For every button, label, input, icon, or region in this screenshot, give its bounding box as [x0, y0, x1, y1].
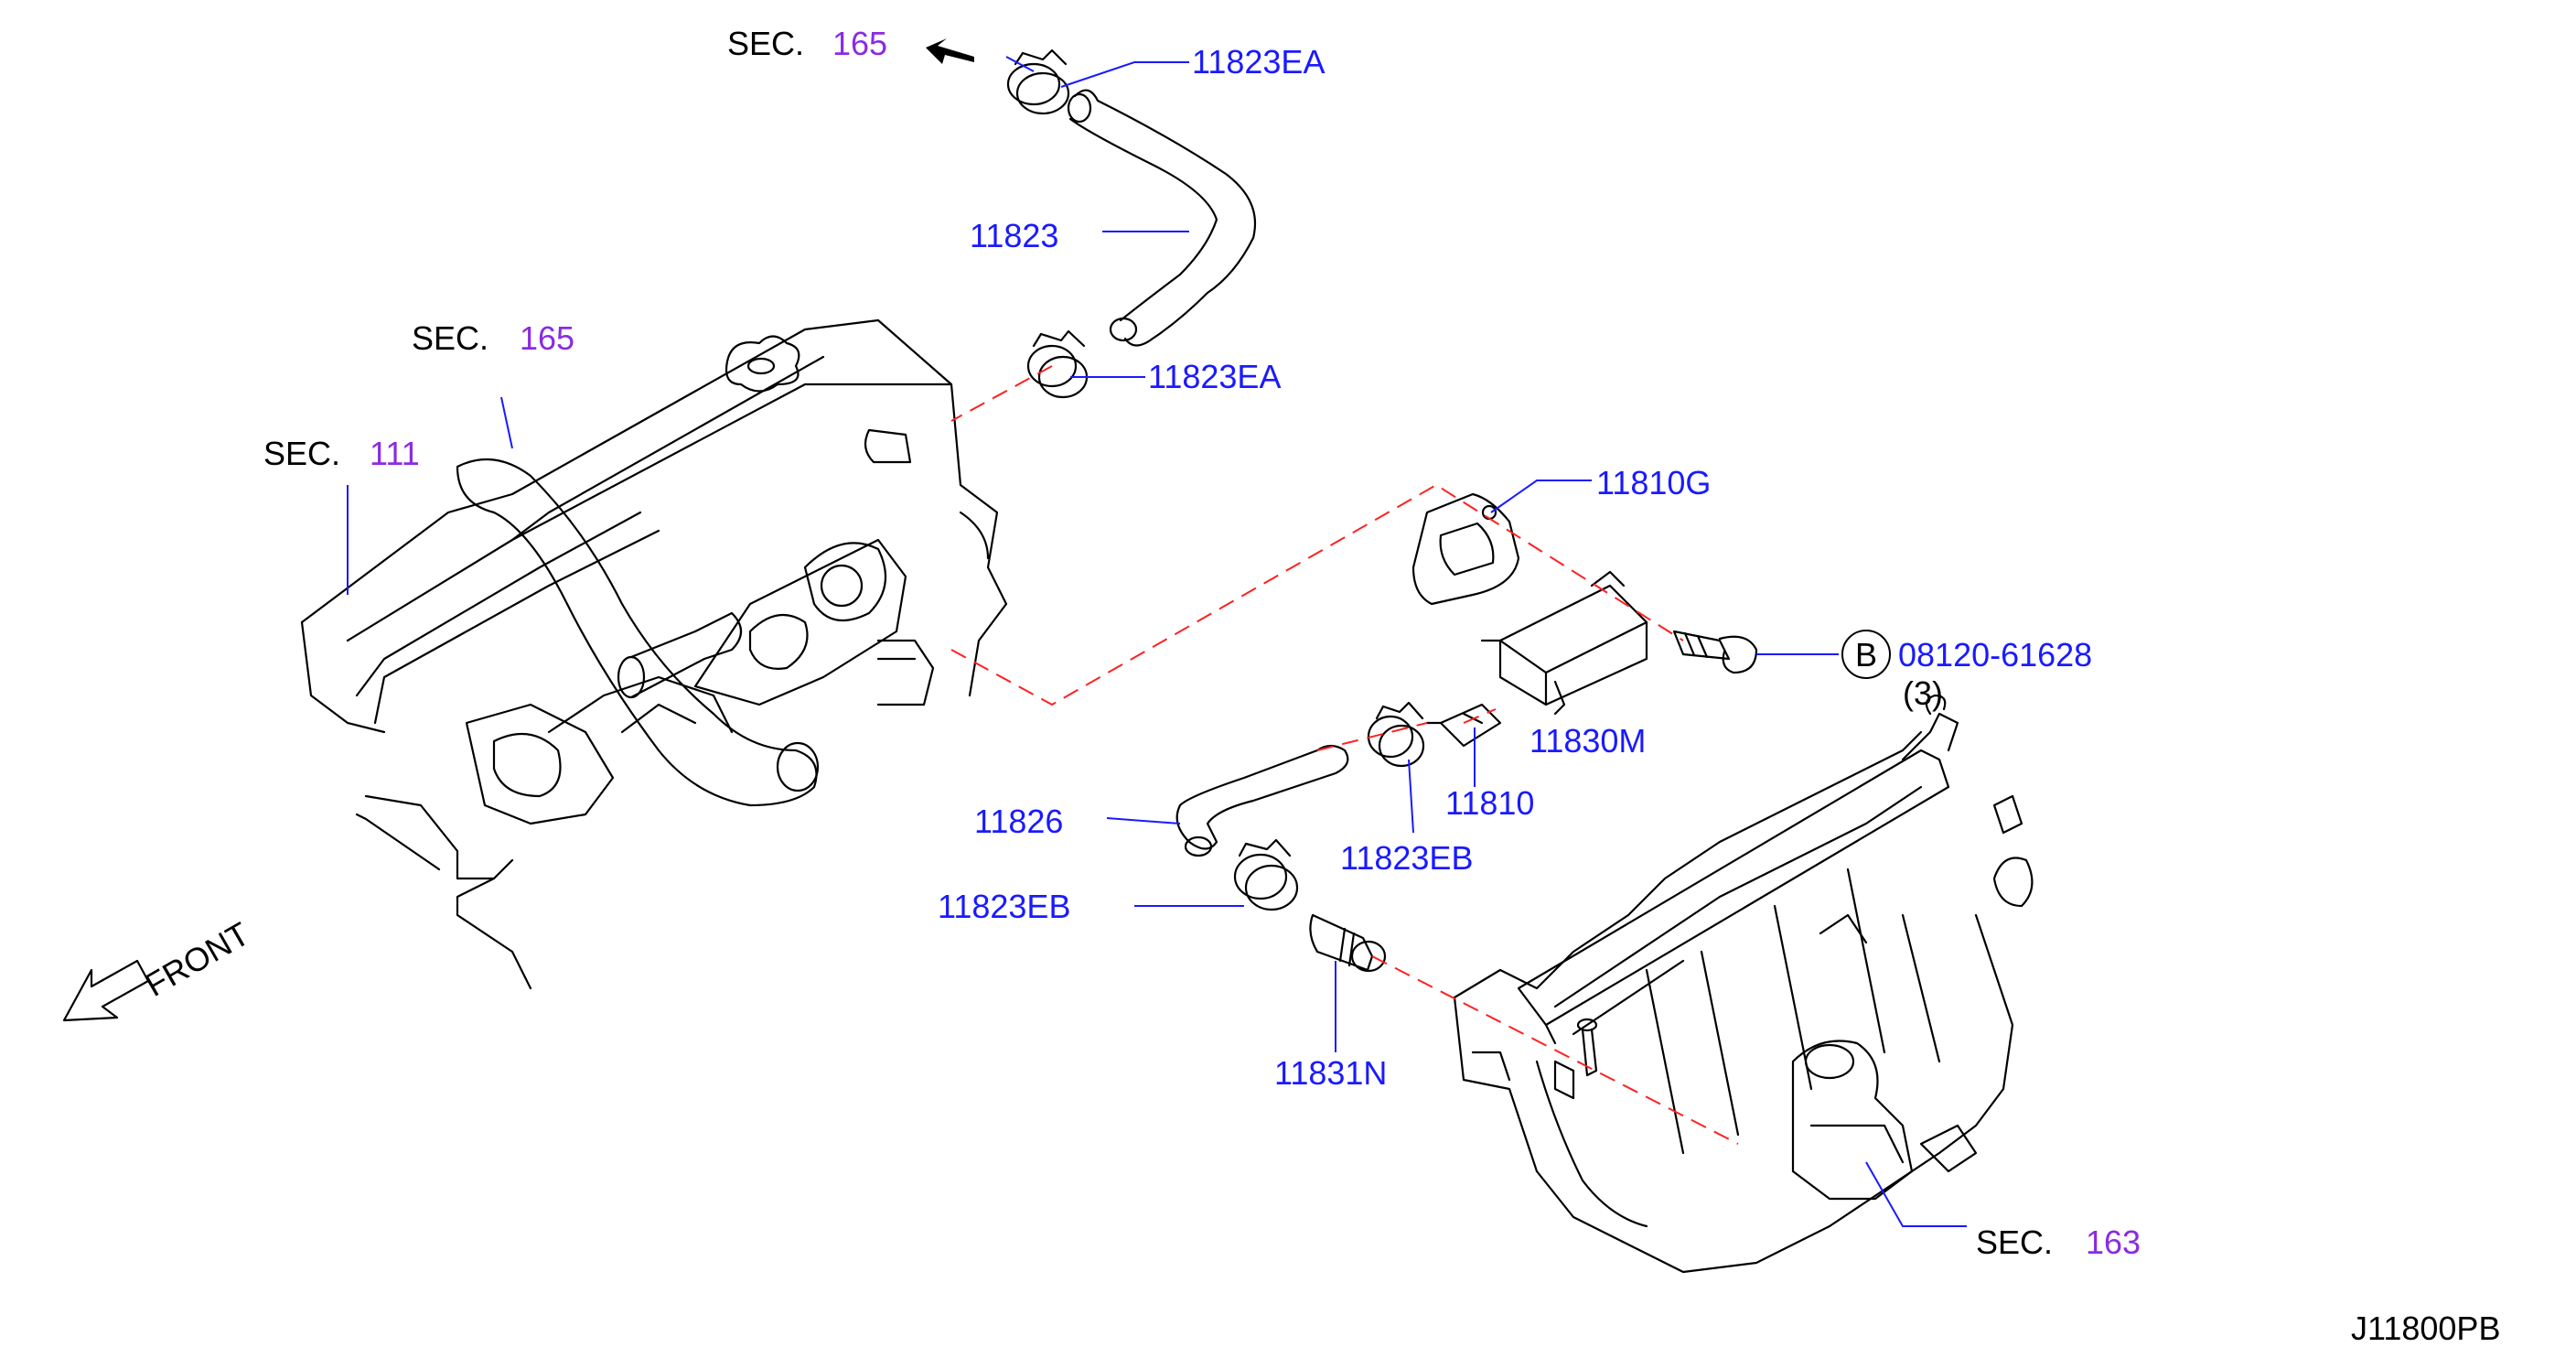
section-number[interactable]: 111	[370, 435, 420, 472]
part-number-11823ea-mid[interactable]: 11823EA	[1148, 358, 1281, 395]
pcv-valve-body-11830m-drawing	[1480, 570, 1648, 716]
section-ref-sec-165-left[interactable]: SEC. 165	[412, 319, 574, 357]
bolt-marker-circle	[1841, 630, 1891, 679]
bolt-08120-drawing	[1672, 630, 1758, 674]
hose-clamp-mid-drawing	[1026, 329, 1089, 399]
pcv-valve-11810-drawing	[1425, 703, 1502, 748]
part-number-11823eb-left[interactable]: 11823EB	[938, 888, 1070, 925]
part-number-11826[interactable]: 11826	[974, 803, 1063, 840]
bolt-quantity: (3)	[1903, 674, 1943, 712]
hose-clamp-eb-left-drawing	[1233, 838, 1299, 911]
gasket-11810g-drawing	[1411, 492, 1520, 606]
bolt-callout[interactable]: B 08120-61628 (3)	[1841, 630, 2092, 712]
part-number-11823ea-top[interactable]: 11823EA	[1192, 43, 1325, 81]
bolt-marker-letter: B	[1855, 636, 1877, 674]
part-number-11810[interactable]: 11810	[1445, 784, 1534, 822]
section-ref-sec-163[interactable]: SEC. 163	[1976, 1223, 2141, 1261]
section-prefix: SEC.	[727, 25, 804, 62]
section-number[interactable]: 163	[2086, 1223, 2141, 1261]
intake-manifold-drawing	[1453, 694, 2034, 1274]
section-ref-sec-165-top[interactable]: SEC. 165	[727, 25, 887, 62]
sec-arrow-icon	[926, 38, 974, 64]
part-number-11823eb-right[interactable]: 11823EB	[1340, 839, 1473, 877]
front-direction-label: FRONT	[139, 914, 256, 1004]
part-number-11823[interactable]: 11823	[970, 217, 1058, 254]
connector-11831n-drawing	[1309, 913, 1387, 973]
front-arrow-icon	[62, 959, 150, 1022]
part-number-11810g[interactable]: 11810G	[1596, 464, 1711, 501]
diagram-code: J11800PB	[2351, 1310, 2500, 1347]
engine-cylinder-head-drawing	[300, 318, 1008, 990]
section-ref-sec-111[interactable]: SEC. 111	[263, 435, 420, 472]
hose-clamp-eb-right-drawing	[1367, 701, 1425, 768]
section-prefix: SEC.	[412, 319, 488, 357]
section-number[interactable]: 165	[520, 319, 574, 357]
hose-11826-drawing	[1175, 744, 1349, 857]
section-prefix: SEC.	[263, 435, 340, 472]
part-number-11831n[interactable]: 11831N	[1274, 1054, 1387, 1092]
center-lines	[950, 365, 1739, 1145]
part-number-11830m[interactable]: 11830M	[1530, 722, 1646, 760]
hose-clamp-top-drawing	[1006, 48, 1070, 115]
part-number-08120-61628[interactable]: 08120-61628	[1898, 636, 2092, 674]
leader-lines	[347, 56, 1967, 1227]
pcv-hose-11823-drawing	[1067, 89, 1257, 347]
section-number[interactable]: 165	[832, 25, 887, 62]
section-prefix: SEC.	[1976, 1223, 2053, 1261]
